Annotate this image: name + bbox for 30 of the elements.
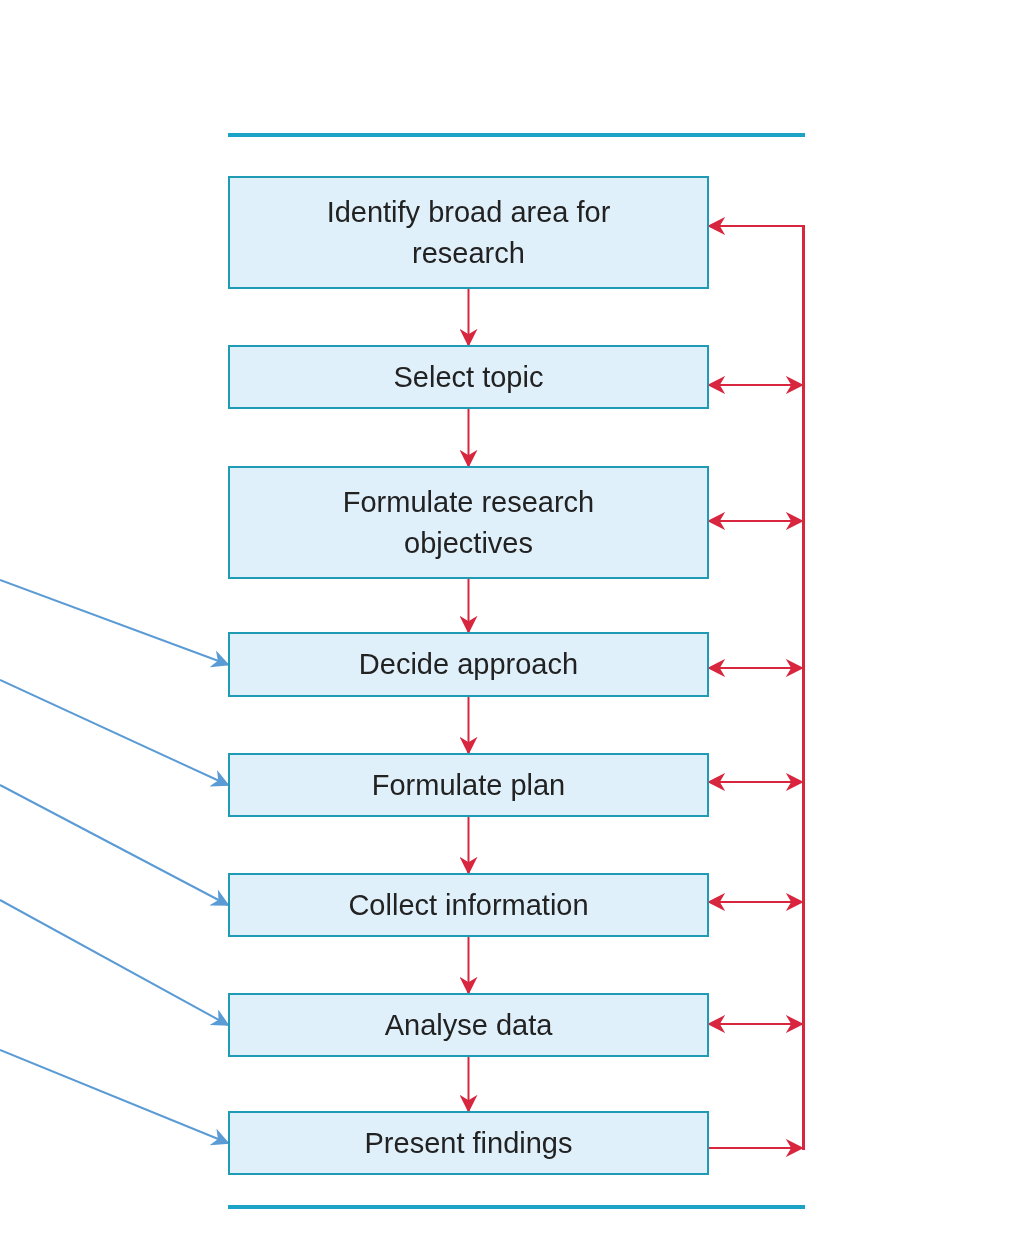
arrow [459, 936, 478, 995]
arrow [459, 578, 478, 634]
process-box [228, 873, 709, 937]
arrow [0, 899, 230, 1026]
step-label: Analyse data [383, 1007, 554, 1043]
process-box [228, 993, 709, 1057]
step-label: Collect information [347, 887, 590, 923]
process-box [228, 1111, 709, 1175]
step-label: Decide approach [357, 647, 580, 683]
step-label: Select topic [392, 359, 545, 395]
arrow [708, 1139, 804, 1157]
arrow [0, 784, 230, 906]
feedback-bar [802, 225, 805, 1150]
arrow [459, 408, 478, 468]
step-label: Formulate research objectives [341, 484, 596, 561]
process-box [228, 176, 709, 289]
arrow [459, 288, 478, 347]
process-box [228, 632, 709, 697]
step-label: Identify broad area for research [325, 194, 612, 271]
arrow [0, 679, 230, 787]
arrow [0, 1049, 230, 1146]
process-box [228, 466, 709, 579]
arrow [0, 579, 230, 668]
step-label: Present findings [363, 1125, 574, 1161]
process-box [228, 345, 709, 409]
arrow [459, 816, 478, 875]
arrow [459, 696, 478, 755]
process-box [228, 753, 709, 817]
step-label: Formulate plan [370, 767, 567, 803]
arrow [459, 1056, 478, 1113]
